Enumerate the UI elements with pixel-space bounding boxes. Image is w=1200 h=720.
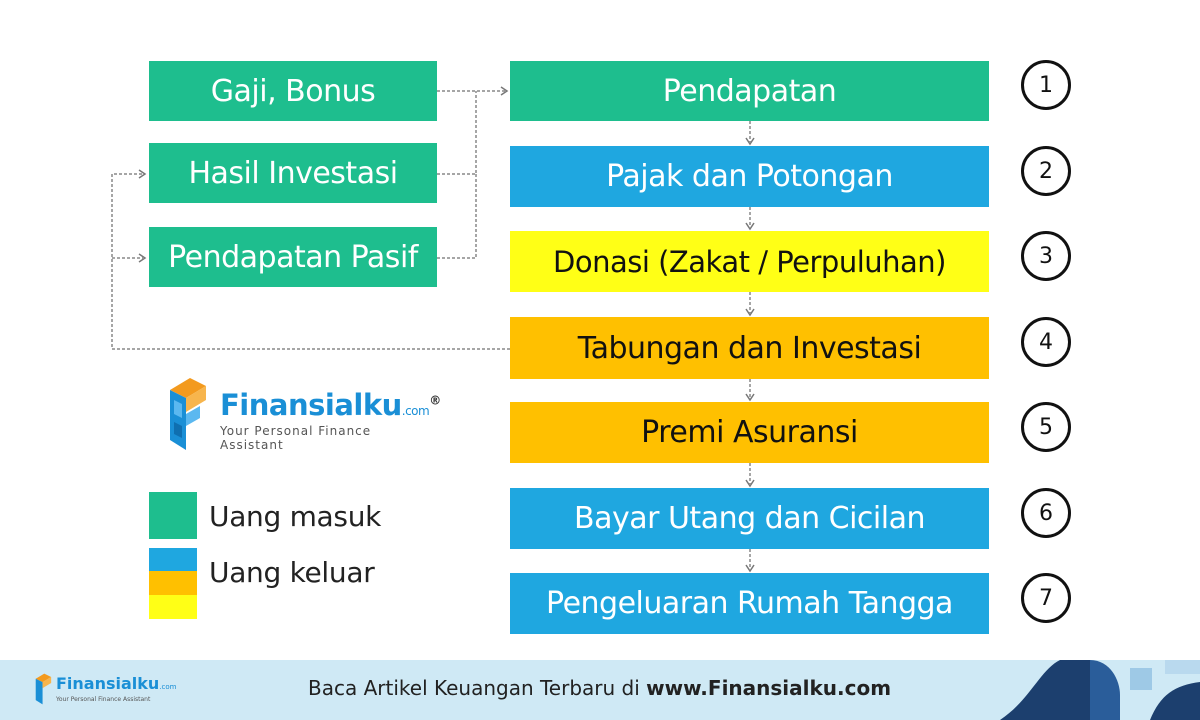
step-number-2: 2 xyxy=(1021,146,1071,196)
step-number-4: 4 xyxy=(1021,317,1071,367)
step-box-donasi: Donasi (Zakat / Perpuluhan) xyxy=(510,231,989,292)
step-box-tabungan: Tabungan dan Investasi xyxy=(510,317,989,379)
flow-connectors xyxy=(111,86,755,573)
footer-logo-domain: .com xyxy=(159,683,177,691)
legend-label-in: Uang masuk xyxy=(209,500,382,533)
logo-registered: ® xyxy=(429,393,441,408)
step-number-3: 3 xyxy=(1021,231,1071,281)
legend-swatch-out-blue xyxy=(149,548,197,571)
logo-tagline: Your Personal Finance Assistant xyxy=(220,424,372,452)
logo-domain: .com xyxy=(401,404,430,418)
footer-logo: Finansialku.com Your Personal Finance As… xyxy=(34,670,177,712)
footer-banner: Finansialku.com Your Personal Finance As… xyxy=(0,660,1200,720)
income-box-pendapatan-pasif: Pendapatan Pasif xyxy=(149,227,437,287)
step-number-5: 5 xyxy=(1021,402,1071,452)
legend-label-out: Uang keluar xyxy=(209,556,375,589)
step-number-6: 6 xyxy=(1021,488,1071,538)
footer-decoration xyxy=(1000,660,1200,720)
footer-logo-mark-icon xyxy=(35,673,52,705)
connector-hasil-investasi xyxy=(437,91,477,175)
income-box-hasil-investasi: Hasil Investasi xyxy=(149,143,437,203)
footer-logo-name: Finansialku xyxy=(56,674,160,693)
legend-swatch-out-orange xyxy=(149,571,197,595)
footer-text-prefix: Baca Artikel Keuangan Terbaru di xyxy=(308,676,647,700)
finansialku-logo: Finansialku.com® Your Personal Finance A… xyxy=(166,378,441,453)
logo-mark-icon xyxy=(170,378,206,450)
step-box-premi: Premi Asuransi xyxy=(510,402,989,463)
income-box-gaji-bonus: Gaji, Bonus xyxy=(149,61,437,121)
step-box-pengeluaran: Pengeluaran Rumah Tangga xyxy=(510,573,989,634)
footer-text: Baca Artikel Keuangan Terbaru di www.Fin… xyxy=(308,676,891,700)
step-number-1: 1 xyxy=(1021,60,1071,110)
footer-url-link[interactable]: www.Finansialku.com xyxy=(646,676,892,700)
connector-reinvest-hasil xyxy=(111,173,510,350)
connector-pendapatan-pasif xyxy=(437,174,477,259)
legend-swatch-in xyxy=(149,492,197,539)
step-number-7: 7 xyxy=(1021,573,1071,623)
logo-name: Finansialku xyxy=(220,388,402,422)
footer-logo-tagline: Your Personal Finance Assistant xyxy=(56,696,151,703)
step-box-pendapatan: Pendapatan xyxy=(510,61,989,121)
step-box-utang: Bayar Utang dan Cicilan xyxy=(510,488,989,549)
legend-swatch-out-yellow xyxy=(149,595,197,619)
step-box-pajak: Pajak dan Potongan xyxy=(510,146,989,207)
